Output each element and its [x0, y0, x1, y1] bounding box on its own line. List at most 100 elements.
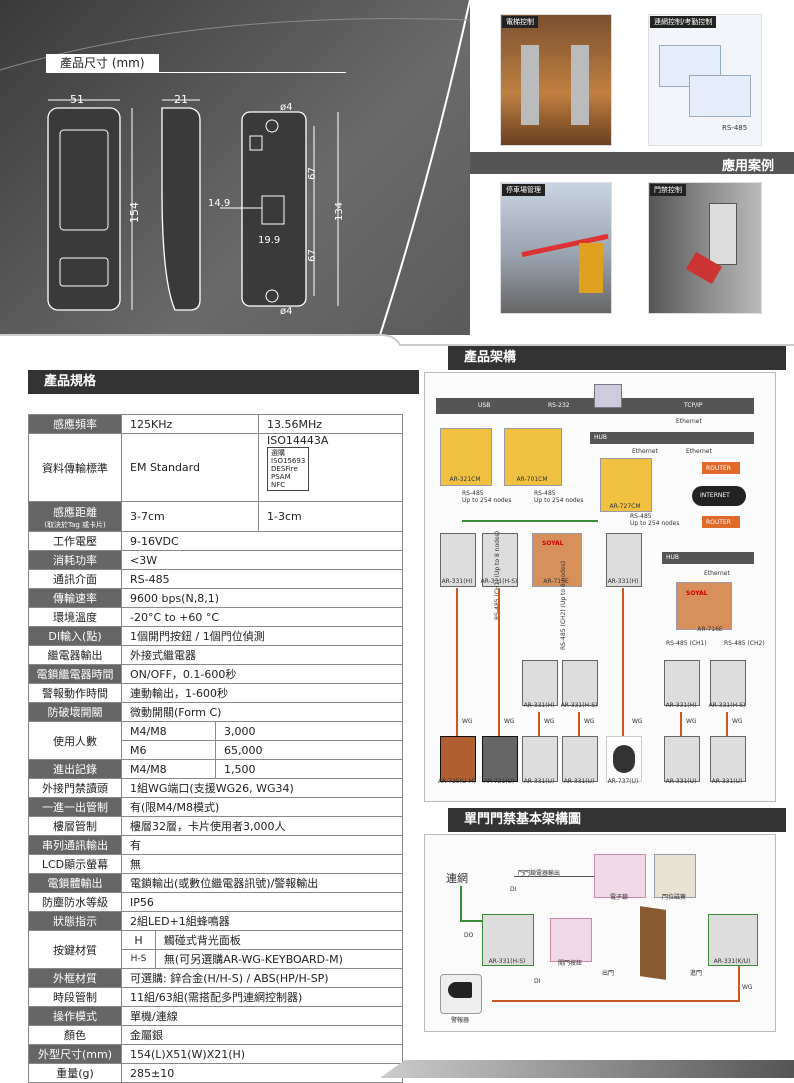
ethernet-label-4: Ethernet [704, 570, 730, 577]
spec-row: 警報動作時間連動輸出，1-600秒 [28, 683, 403, 703]
wg-line-4 [578, 712, 580, 736]
reader-mid-1 [522, 660, 558, 706]
reader-bot-3-label: AR-331(U) [523, 778, 555, 785]
reader-bot-7 [710, 736, 746, 782]
wg-7: WG [732, 718, 743, 725]
spec-label: 使用人數 [28, 721, 122, 760]
spec-label: 狀態指示 [28, 911, 122, 931]
spec-label: 防破壞開關 [28, 702, 122, 722]
spec-value: 電鎖輸出(或數位繼電器訊號)/警報輸出 [121, 873, 403, 893]
keypad-desc: 無(可另選購AR-WG-KEYBOARD-M) [163, 953, 343, 966]
wg-line-6 [680, 712, 682, 736]
reader-bot-5-label: AR-737(U) [607, 778, 639, 785]
net-line-v [460, 886, 462, 922]
spec-value: 1組WG端口(支援WG26, WG34) [121, 778, 403, 798]
reader-bot-2 [482, 736, 518, 782]
label-parking: 停車場管理 [502, 184, 545, 196]
elock [594, 854, 646, 898]
reader-bot-5 [606, 736, 642, 782]
soyal-1: SOYAL [542, 540, 564, 547]
spec-option: NFC [271, 481, 286, 489]
elock-label: 電子鎖 [609, 894, 628, 901]
spec-label: 一進一出管制 [28, 797, 122, 817]
reader-top-1-label: AR-331(H) [441, 578, 473, 585]
spec-label: 時段管制 [28, 987, 122, 1007]
spec-label: 按鍵材質 [28, 930, 122, 969]
spec-option: PSAM [271, 473, 291, 481]
spec-label: 重量(g) [28, 1063, 122, 1083]
exit-button-label: 開門按鈕 [557, 960, 582, 967]
reader-bot-6 [664, 736, 700, 782]
spec-label: 警報動作時間 [28, 683, 122, 703]
hub-label-2: HUB [666, 554, 680, 561]
spec-row: 樓層管制樓層32層，卡片使用者3,000人 [28, 816, 403, 836]
out-line [514, 876, 598, 877]
ethernet-label-2: Ethernet [632, 448, 658, 455]
pc-icon [594, 384, 622, 408]
reader-right-2 [710, 660, 746, 706]
spec-title: 產品規格 [28, 370, 419, 394]
reader-top-2-label: AR-331(H-S) [480, 578, 518, 585]
label-rs485: RS-485 [722, 124, 748, 132]
internet-cloud [692, 486, 746, 506]
spec-value: 微動開關(Form C) [121, 702, 403, 722]
users-model: M4/M8 [122, 722, 217, 740]
records-model: M4/M8 [122, 760, 217, 778]
spec-value: ON/OFF，0.1-600秒 [121, 664, 403, 684]
spec-value: EM Standard [121, 433, 259, 502]
net-line-h [460, 920, 482, 922]
spec-value: 9600 bps(N,8,1) [121, 588, 403, 608]
do-label: DO [464, 932, 474, 939]
router-1 [702, 462, 740, 474]
spec-value: 可選購: 鋅合金(H/H-S) / ABS(HP/H-SP) [121, 968, 403, 988]
ethernet-label-1: Ethernet [676, 418, 702, 425]
spec-row: 一進一出管制有(限M4/M8模式) [28, 797, 403, 817]
tcpip-label: TCP/IP [684, 402, 703, 409]
dim-d4-bottom: ø4 [280, 306, 293, 317]
dimensions-title-text: 產品尺寸 (mm) [46, 54, 159, 72]
spec-value: -20°C to +60 °C [121, 607, 403, 627]
spec-value: 有 [121, 835, 403, 855]
dim-67-top: 67 [306, 167, 318, 180]
exit-button [550, 918, 592, 962]
conv-701cm [504, 428, 562, 486]
spec-label: 顏色 [28, 1025, 122, 1045]
internet-label: INTERNET [700, 492, 730, 499]
reader-bot-2-label: AR-721(U) [483, 778, 515, 785]
spec-value: 有(限M4/M8模式) [121, 797, 403, 817]
spec-row: 繼電器輸出外接式繼電器 [28, 645, 403, 665]
wg-5: WG [632, 718, 643, 725]
reader-bot-3 [522, 736, 558, 782]
spec-label: 通訊介面 [28, 569, 122, 589]
photo-access [648, 182, 762, 314]
wg-3: WG [544, 718, 555, 725]
dim-67-bottom: 67 [306, 249, 318, 262]
dim-134: 134 [334, 201, 346, 222]
controller-716e-right [676, 582, 732, 630]
reader-sd [482, 914, 534, 966]
spec-value: 1-3cm [258, 501, 403, 532]
spec-value: 金屬銀 [121, 1025, 403, 1045]
spec-value: 外接式繼電器 [121, 645, 403, 665]
door-pos [654, 854, 696, 898]
label-network: 連網控制/考勤控制 [650, 16, 717, 28]
reader-right-1-label: AR-331(H) [665, 702, 697, 709]
users-count: 3,000 [224, 724, 256, 738]
spec-label: DI輸入(點) [28, 626, 122, 646]
spec-label: 外接門禁讀頭 [28, 778, 122, 798]
spec-value: 9-16VDC [121, 531, 403, 551]
arch-title-text: 產品架構 [464, 350, 517, 365]
